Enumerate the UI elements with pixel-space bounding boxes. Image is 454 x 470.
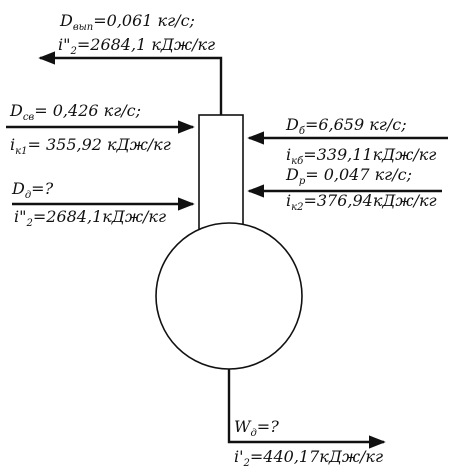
condensate-flow-label: Dб=6,659 кг/с; xyxy=(285,115,407,137)
water-out-enthalpy-label: i'2=440,17кДж/кг xyxy=(234,447,383,469)
deaerator-tank xyxy=(155,222,303,370)
heating-steam-flow-label: Dд=? xyxy=(11,179,54,201)
deaerator-column xyxy=(198,114,244,241)
vapor-out-flow-label: Dвып=0,061 кг/с; xyxy=(59,11,195,33)
water-outlet-arrow xyxy=(227,369,386,449)
condensate-enthalpy-label: iкб=339,11кДж/кг xyxy=(286,145,436,167)
chem-water-enthalpy-label: iк1= 355,92 кДж/кг xyxy=(10,135,171,157)
blowdown-flow-label: Dр= 0,047 кг/с; xyxy=(285,165,412,187)
vapor-out-enthalpy-label: i"2=2684,1 кДж/кг xyxy=(58,35,215,57)
blowdown-enthalpy-label: iк2=376,94кДж/кг xyxy=(286,191,437,213)
vapor-outlet-arrow xyxy=(38,51,223,115)
heating-steam-enthalpy-label: i"2=2684,1кДж/кг xyxy=(14,207,166,229)
chem-water-flow-label: Dсв= 0,426 кг/с; xyxy=(9,101,141,123)
water-out-flow-label: Wд=? xyxy=(234,417,279,439)
